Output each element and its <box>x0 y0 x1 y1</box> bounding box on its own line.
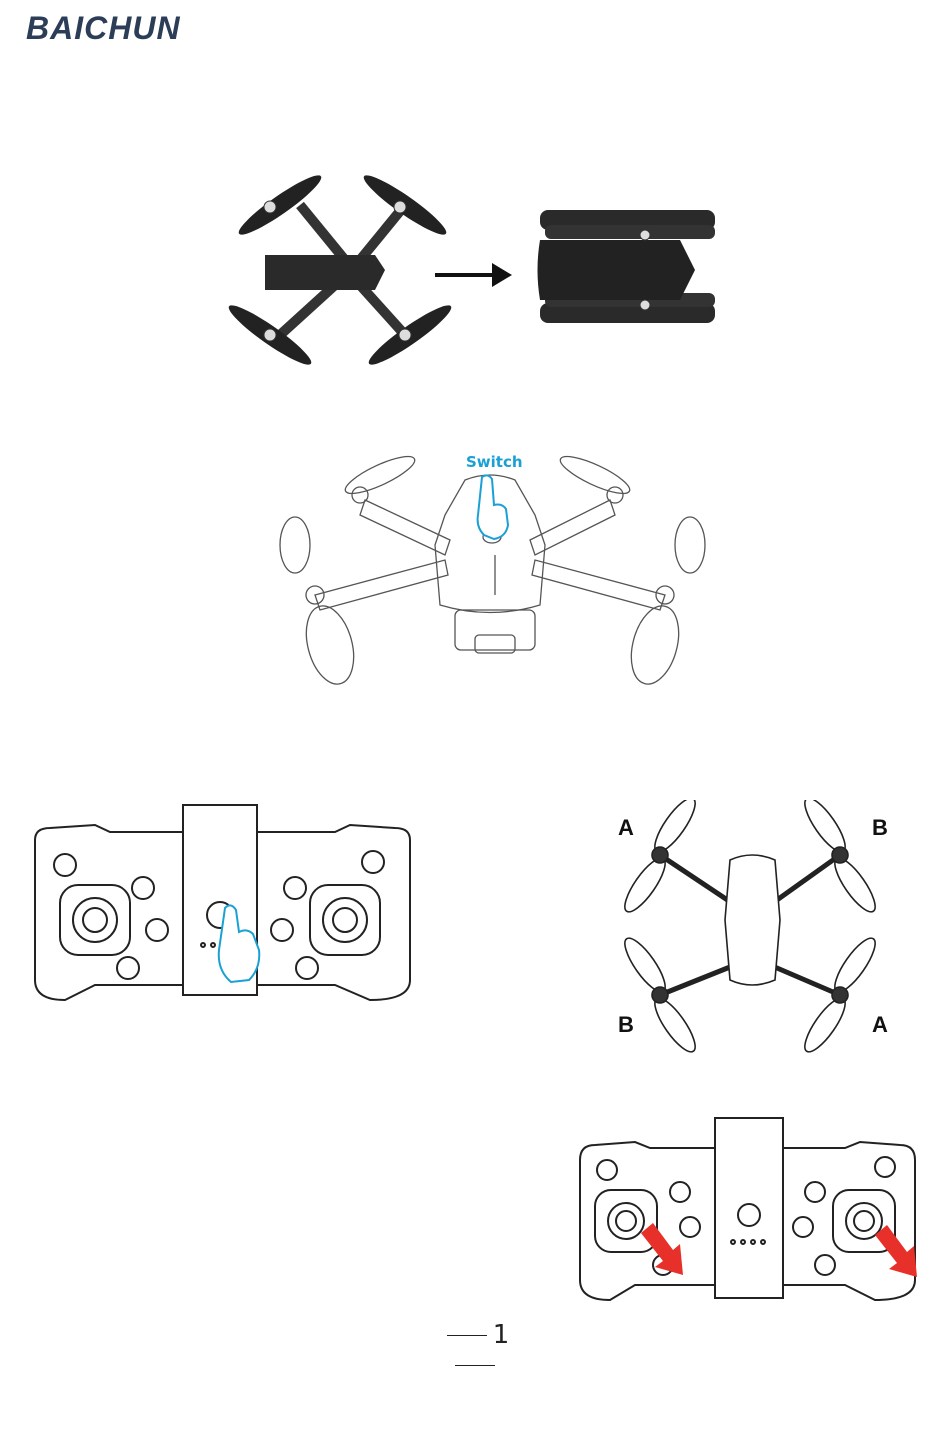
divider <box>447 1335 487 1336</box>
arrow-down-right-icon <box>641 1223 683 1275</box>
controller-calibration-diagram <box>575 1115 920 1315</box>
fold-diagram <box>210 165 730 385</box>
propeller-label-front-left: A <box>618 815 634 840</box>
page-number: 1 <box>420 1320 530 1380</box>
propeller-label-rear-right: A <box>872 1012 888 1037</box>
switch-label: Switch <box>466 453 523 471</box>
switch-diagram: Switch <box>270 445 720 690</box>
page-number-text: 1 <box>493 1320 510 1350</box>
divider <box>455 1365 495 1366</box>
unfolded-drone <box>224 169 456 371</box>
folded-drone <box>538 210 716 323</box>
hand-pointer-icon <box>478 475 508 539</box>
propeller-label-front-right: B <box>872 815 888 840</box>
propeller-label-rear-left: B <box>618 1012 634 1037</box>
propeller-layout-diagram: A B B A <box>600 800 910 1060</box>
arrow-right-icon <box>435 263 512 287</box>
controller-power-diagram <box>25 800 420 1020</box>
hand-pointer-icon <box>219 905 260 982</box>
brand-logo: BAICHUN <box>26 10 181 47</box>
